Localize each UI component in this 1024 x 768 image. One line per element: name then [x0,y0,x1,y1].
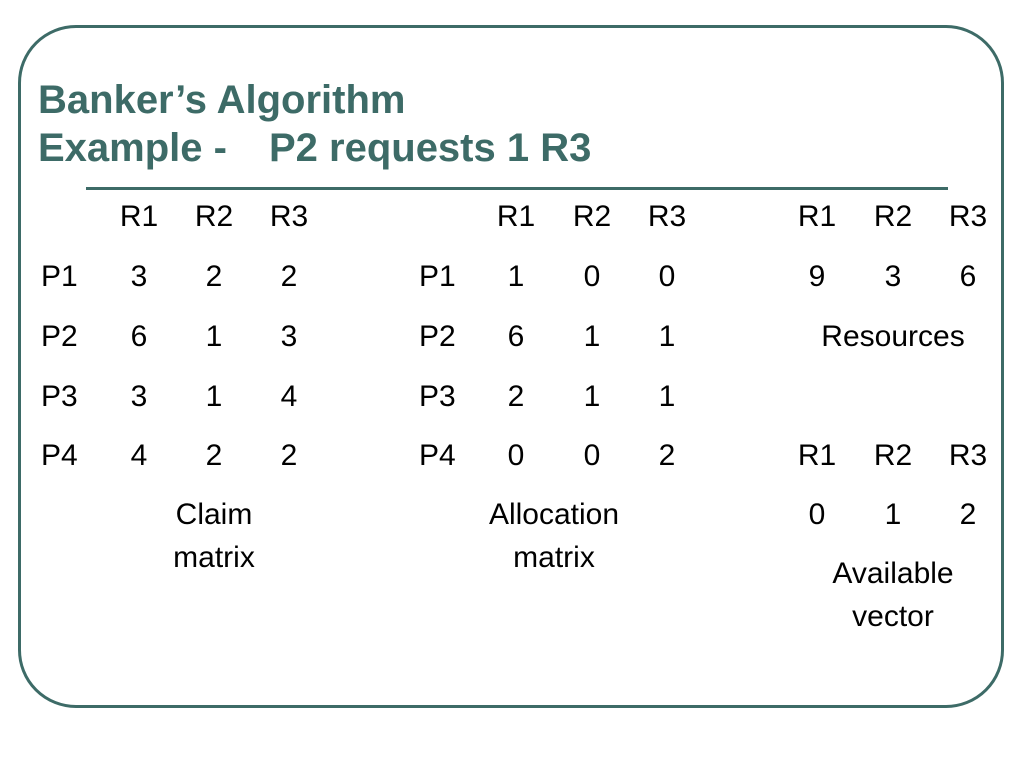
title-underline [86,187,948,190]
title-line-2: Example - P2 requests 1 R3 [38,124,591,172]
available-value: 1 [884,498,902,531]
claim-cell: 3 [280,320,298,353]
claim-cell: 2 [280,439,298,472]
claim-cell: 3 [130,260,148,293]
claim-cell: 4 [130,439,148,472]
resources-value: 3 [884,260,902,293]
resources-caption: Resources [821,320,965,353]
allocation-cell: 6 [507,320,525,353]
available-value: 2 [959,498,977,531]
available-vector-caption: Available vector [832,552,953,638]
slide-title: Banker’s Algorithm Example - P2 requests … [38,76,591,172]
claim-cell: 2 [280,260,298,293]
claim-cell: 1 [205,380,223,413]
title-line-1: Banker’s Algorithm [38,78,406,122]
resources-value: 9 [808,260,826,293]
allocation-cell: 0 [583,260,601,293]
available-caption-line-2: vector [852,600,934,633]
claim-header-r3: R3 [269,200,309,233]
allocation-row-label-p3: P3 [419,380,456,413]
allocation-header-r1: R1 [496,200,536,233]
allocation-matrix-caption: Allocation matrix [489,493,619,579]
claim-cell: 2 [205,439,223,472]
available-header-r3: R3 [948,439,988,472]
claim-cell: 1 [205,320,223,353]
allocation-cell: 1 [658,320,676,353]
slide-frame [18,25,1004,708]
claim-caption-line-1: Claim [175,498,253,531]
claim-cell: 2 [205,260,223,293]
claim-cell: 6 [130,320,148,353]
claim-header-r2: R2 [194,200,234,233]
available-header-r2: R2 [873,439,913,472]
allocation-cell: 1 [507,260,525,293]
allocation-caption-line-1: Allocation [488,498,620,531]
title-line-2-prefix: Example - [38,126,227,170]
allocation-cell: 2 [507,380,525,413]
allocation-cell: 0 [583,439,601,472]
allocation-row-label-p1: P1 [419,260,456,293]
resources-header-r2: R2 [873,200,913,233]
title-line-2-main: P2 requests 1 R3 [268,126,592,170]
allocation-header-r3: R3 [647,200,687,233]
claim-row-label-p4: P4 [41,439,78,472]
allocation-cell: 0 [507,439,525,472]
claim-row-label-p1: P1 [41,260,78,293]
claim-caption-line-2: matrix [173,541,255,574]
allocation-cell: 1 [658,380,676,413]
allocation-cell: 0 [658,260,676,293]
claim-matrix-caption: Claim matrix [173,493,255,579]
allocation-header-r2: R2 [572,200,612,233]
allocation-caption-line-2: matrix [513,541,595,574]
claim-row-label-p3: P3 [41,380,78,413]
allocation-cell: 2 [658,439,676,472]
allocation-row-label-p2: P2 [419,320,456,353]
claim-row-label-p2: P2 [41,320,78,353]
available-caption-line-1: Available [832,557,954,590]
claim-cell: 4 [280,380,298,413]
allocation-row-label-p4: P4 [419,439,456,472]
claim-cell: 3 [130,380,148,413]
resources-value: 6 [959,260,977,293]
available-value: 0 [808,498,826,531]
claim-header-r1: R1 [119,200,159,233]
available-header-r1: R1 [797,439,837,472]
resources-header-r1: R1 [797,200,837,233]
allocation-cell: 1 [583,380,601,413]
allocation-cell: 1 [583,320,601,353]
resources-header-r3: R3 [948,200,988,233]
